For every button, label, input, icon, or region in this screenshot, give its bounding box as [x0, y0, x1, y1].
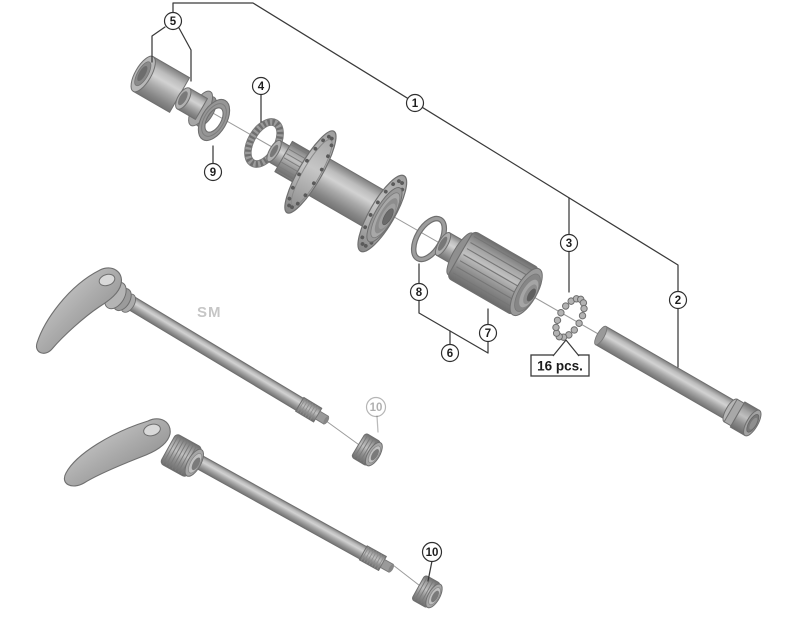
- leader-1-2: [172, 2, 679, 368]
- skewer2-adjust-nut: [160, 434, 204, 477]
- leader-5-left: [151, 26, 166, 63]
- quick-release-lever-1: [35, 267, 122, 354]
- callout-1: 1: [405, 93, 425, 113]
- skewer1-end-nut: [351, 433, 383, 467]
- freehub-splines: [452, 235, 535, 309]
- hub-axle: [594, 325, 762, 437]
- callout-7: 7: [478, 323, 498, 343]
- svg-text:6: 6: [447, 348, 453, 360]
- svg-text:9: 9: [210, 167, 216, 179]
- skewer2-axis-line: [392, 564, 425, 590]
- rotor-mount-splines: [276, 144, 310, 182]
- callout-9: 9: [203, 162, 223, 182]
- seal-washer: [197, 99, 231, 141]
- hub-shell: [266, 130, 408, 253]
- leader-10: [427, 560, 433, 582]
- callout-2: 2: [668, 290, 688, 310]
- freehub-body: [434, 231, 543, 317]
- svg-text:3: 3: [566, 238, 572, 250]
- lever1-hole: [98, 273, 116, 287]
- leader-10-faded: [376, 415, 379, 433]
- svg-text:4: 4: [258, 81, 265, 93]
- svg-text:2: 2: [675, 295, 681, 307]
- svg-text:10: 10: [426, 547, 439, 559]
- quantity-label-pointer: [553, 340, 579, 357]
- callout-10-faded: 10: [365, 396, 387, 418]
- skewer1-threads: [297, 398, 319, 420]
- svg-text:5: 5: [170, 16, 177, 28]
- callout-8: 8: [409, 282, 429, 302]
- quick-release-skewer-1: [35, 267, 330, 425]
- skewer2-end-nut: [412, 575, 443, 609]
- ball-bearing-ring: [552, 295, 588, 341]
- quantity-label: 16 pcs.: [530, 339, 590, 377]
- lever2-hole: [143, 423, 161, 437]
- svg-text:10: 10: [370, 402, 383, 414]
- callout-10: 10: [421, 541, 443, 563]
- callout-6: 6: [440, 343, 460, 363]
- svg-text:7: 7: [485, 328, 491, 340]
- quick-release-skewer-2: [64, 418, 395, 573]
- quick-release-lever-2: [64, 418, 171, 487]
- skewer2-threads: [360, 547, 385, 570]
- quantity-label-text: 16 pcs.: [537, 359, 583, 374]
- leader-5-right: [178, 27, 192, 82]
- skewer1-axis-line: [321, 417, 363, 448]
- watermark-text: SM: [197, 304, 222, 321]
- callout-4: 4: [251, 76, 271, 96]
- callout-3: 3: [559, 233, 579, 253]
- svg-text:8: 8: [416, 287, 423, 299]
- callouts-layer: 1 2 3 4 5 6 7 8 9 10 10: [163, 11, 688, 563]
- callout-5: 5: [163, 11, 183, 31]
- svg-text:1: 1: [412, 98, 419, 110]
